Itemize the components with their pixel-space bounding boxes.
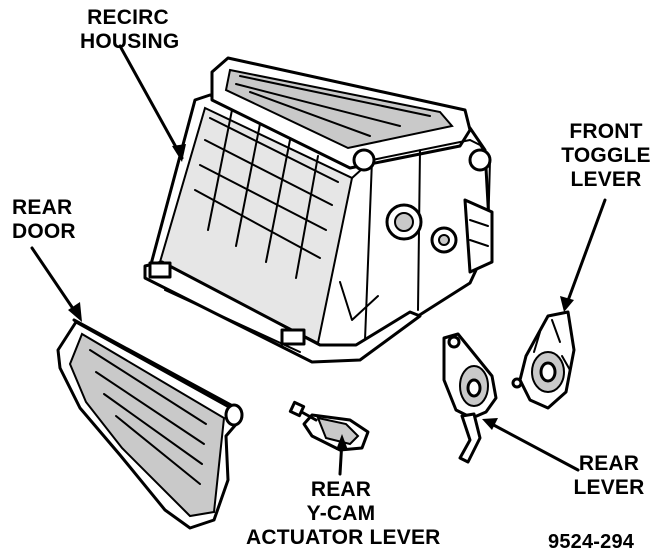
label-line: TOGGLE [561,144,651,167]
label-line: ACTUATOR LEVER [246,526,441,549]
label-rear-lever: REAR LEVER [572,452,646,500]
label-line: REAR [310,478,372,501]
label-line: Y-CAM [306,502,376,525]
label-line: LEVER [573,476,645,499]
label-line: HOUSING [80,30,180,53]
label-line: RECIRC [87,6,169,29]
label-recirc-housing: RECIRC HOUSING [80,6,180,54]
leader-arrows [30,44,607,476]
label-rear-ycam-actuator-lever: REAR Y-CAM ACTUATOR LEVER [246,478,441,550]
figure-id: 9524-294 [548,531,635,553]
label-line: DOOR [12,220,76,243]
rear-ycam-lever-drawing [288,400,370,452]
recirc-housing-drawing [143,56,494,364]
label-line: LEVER [570,168,642,191]
rear-lever-drawing [442,332,498,464]
front-toggle-lever-drawing [511,310,576,410]
label-line: REAR [12,196,73,219]
label-rear-door: REAR DOOR [12,196,76,244]
rear-door-drawing [56,318,244,530]
label-line: FRONT [569,120,643,143]
label-line: REAR [578,452,640,475]
label-front-toggle-lever: FRONT TOGGLE LEVER [558,120,654,192]
